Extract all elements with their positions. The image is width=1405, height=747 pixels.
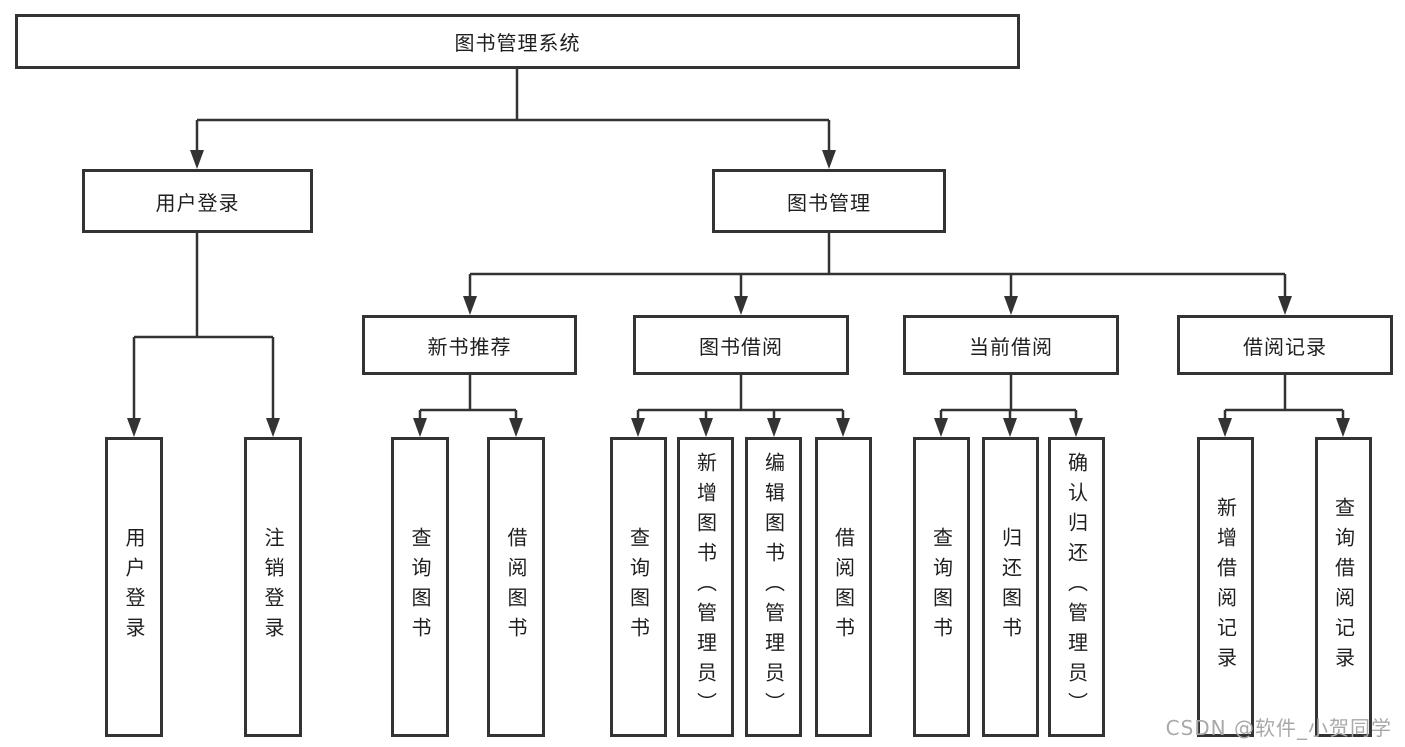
- arrowhead-icon: [734, 296, 748, 315]
- arrowhead-icon: [463, 296, 477, 315]
- node-book-management: 图书管理: [712, 169, 946, 233]
- arrowhead-icon: [631, 418, 645, 437]
- node-new-book-recommend: 新书推荐: [362, 315, 577, 375]
- arrowhead-icon: [822, 150, 836, 169]
- connector-book-borrowing-to-leaves: [636, 375, 845, 421]
- node-book-borrowing: 图书借阅: [633, 315, 849, 375]
- leaf-current-confirm-return-admin: 确认归还（管理员）: [1048, 437, 1105, 737]
- connector-current-borrowing-to-leaves: [939, 375, 1078, 421]
- leaf-current-query-books: 查询图书: [913, 437, 970, 737]
- arrowhead-icon: [699, 418, 713, 437]
- watermark: CSDN @软件_小贺同学: [1165, 716, 1392, 740]
- arrowhead-icon: [767, 418, 781, 437]
- leaf-records-query-record: 查询借阅记录: [1315, 437, 1372, 737]
- connector-book-mgmt-to-level2: [468, 233, 1287, 299]
- leaf-records-add-record: 新增借阅记录: [1197, 437, 1254, 737]
- leaf-borrowing-add-books-admin: 新增图书（管理员）: [677, 437, 734, 737]
- connector-user-login-to-leaves: [132, 233, 275, 421]
- node-user-login: 用户登录: [82, 169, 313, 233]
- node-current-borrowing: 当前借阅: [903, 315, 1119, 375]
- leaf-recommend-query-books: 查询图书: [391, 437, 449, 737]
- connector-borrow-records-to-leaves: [1223, 375, 1345, 421]
- arrowhead-icon: [1218, 418, 1232, 437]
- node-borrow-records: 借阅记录: [1177, 315, 1393, 375]
- arrowhead-icon: [509, 418, 523, 437]
- arrowhead-icon: [1003, 418, 1017, 437]
- arrowhead-icon: [266, 418, 280, 437]
- leaf-current-return-books: 归还图书: [982, 437, 1039, 737]
- node-root-library-system: 图书管理系统: [15, 14, 1020, 69]
- arrowhead-icon: [1069, 418, 1083, 437]
- arrowhead-icon: [1004, 296, 1018, 315]
- leaf-borrowing-edit-books-admin: 编辑图书（管理员）: [745, 437, 802, 737]
- arrowhead-icon: [836, 418, 850, 437]
- arrowhead-icon: [1278, 296, 1292, 315]
- arrowhead-icon: [934, 418, 948, 437]
- leaf-borrowing-borrow-books: 借阅图书: [815, 437, 872, 737]
- arrowheads: [127, 150, 1350, 437]
- leaf-recommend-borrow-books: 借阅图书: [487, 437, 545, 737]
- leaf-user-login: 用户登录: [105, 437, 163, 737]
- arrowhead-icon: [413, 418, 427, 437]
- arrowhead-icon: [127, 418, 141, 437]
- leaf-borrowing-query-books: 查询图书: [610, 437, 667, 737]
- leaf-logout: 注销登录: [244, 437, 302, 737]
- arrowhead-icon: [1336, 418, 1350, 437]
- arrowhead-icon: [190, 150, 204, 169]
- connector-root-to-level1: [195, 69, 831, 152]
- connector-new-book-recommend-to-leaves: [418, 375, 518, 421]
